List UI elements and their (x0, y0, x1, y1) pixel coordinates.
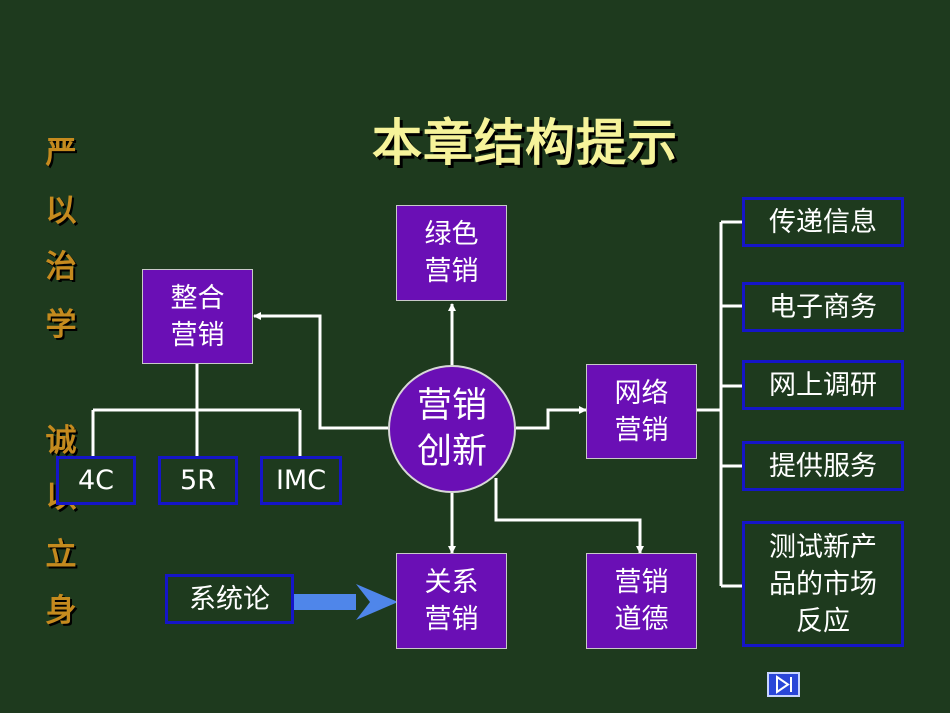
side-char-4: 学 (45, 307, 77, 343)
node-green-label: 绿色 营销 (424, 219, 479, 287)
link-center-ethics (494, 478, 644, 554)
next-page-button[interactable] (767, 672, 800, 697)
side-char-5: 诚 (45, 423, 77, 459)
node-relation-label: 关系 营销 (424, 567, 479, 635)
network-item-online-research: 网上调研 (742, 360, 904, 410)
node-network-marketing: 网络 营销 (586, 364, 697, 459)
network-item-provide-service: 提供服务 (742, 441, 904, 491)
side-char-7: 立 (45, 537, 77, 573)
node-integrated-marketing: 整合 营销 (142, 269, 253, 364)
node-integrated-label: 整合 营销 (170, 282, 225, 351)
side-char-8: 身 (45, 593, 77, 629)
side-char-2: 以 (45, 193, 77, 229)
system-arrow-shaft (294, 594, 356, 610)
side-char-1: 严 (45, 135, 77, 171)
node-network-label: 网络 营销 (614, 377, 669, 446)
item-4c: 4C (56, 456, 136, 505)
system-arrow-head (356, 584, 398, 620)
network-item-transfer-info: 传递信息 (742, 197, 904, 247)
node-relation-marketing: 关系 营销 (396, 553, 507, 649)
network-item-test-label: 测试新产 品的市场 反应 (769, 531, 877, 637)
node-marketing-ethics: 营销 道德 (586, 553, 697, 649)
next-page-icon (776, 675, 792, 694)
center-node-marketing-innovation: 营销 创新 (388, 365, 516, 493)
node-green-marketing: 绿色 营销 (396, 205, 507, 301)
item-imc: IMC (260, 456, 342, 505)
item-5r: 5R (158, 456, 238, 505)
network-item-ecommerce: 电子商务 (742, 282, 904, 332)
network-item-test-new-product: 测试新产 品的市场 反应 (742, 521, 904, 647)
link-center-network (516, 406, 587, 430)
slide-title: 本章结构提示 (372, 114, 678, 172)
side-char-3: 治 (45, 249, 77, 285)
node-ethics-label: 营销 道德 (614, 567, 669, 635)
center-node-label: 营销 创新 (416, 386, 487, 472)
link-center-integrated (253, 312, 388, 430)
item-system-theory: 系统论 (165, 574, 294, 624)
